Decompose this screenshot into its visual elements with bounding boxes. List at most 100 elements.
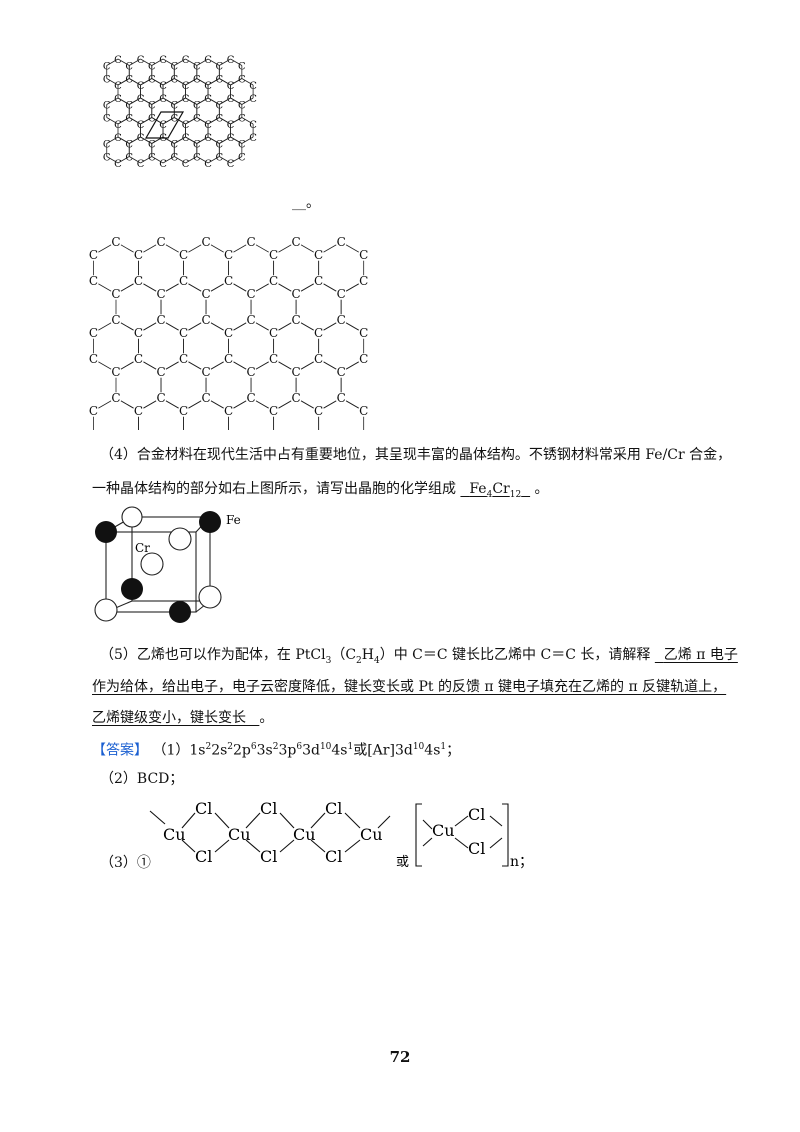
atom-background [110, 236, 122, 248]
carbon-atom: C [125, 153, 133, 164]
atom-background [110, 392, 122, 404]
carbon-atom: C [314, 274, 323, 288]
carbon-atom: C [204, 159, 212, 170]
atom-background [245, 314, 257, 326]
carbon-atom: C [179, 248, 188, 262]
bond-line [162, 78, 175, 86]
atom-background [335, 392, 347, 404]
atom-background [267, 249, 280, 261]
atom-background [335, 236, 347, 248]
bond-line [117, 156, 130, 164]
bond-line [174, 58, 186, 66]
q5-answer-part3: 乙烯键级变小，键长变长 [92, 710, 246, 726]
atom-background [222, 405, 235, 417]
cu-atom-3: Cu [293, 825, 316, 844]
carbon-atom: C [247, 365, 256, 379]
bond-line [241, 117, 254, 125]
q5-line2: 作为给体，给出电子，电子云密度降低，键长变长或 Pt 的反馈 π 键电子填充在乙… [92, 679, 727, 695]
carbon-atom: C [359, 326, 368, 340]
atom-background [177, 353, 190, 365]
carbon-atom: C [249, 133, 257, 144]
carbon-atom: C [179, 404, 188, 418]
carbon-atom: C [227, 133, 235, 144]
q5-line1: （5）乙烯也可以作为配体，在 PtCl3（C2H4）中 C＝C 键长比乙烯中 C… [100, 647, 738, 666]
bond-line [129, 136, 141, 144]
carbon-atom: C [125, 75, 133, 86]
bond-line [140, 156, 152, 164]
bond-line [207, 58, 220, 66]
carbon-atom: C [182, 133, 190, 144]
bond-line [106, 58, 119, 66]
bond-line [230, 78, 243, 86]
carbon-atom: C [204, 133, 212, 144]
atom-background [290, 392, 302, 404]
atom-background [335, 314, 347, 326]
bond-line [174, 136, 186, 144]
cucl-chain-structure: Cu Cl Cl Cu Cl Cl Cu Cl Cl Cu Cu Cl Cl 或… [149, 799, 533, 870]
bond-line [140, 58, 152, 66]
carbon-atom: C [269, 248, 278, 262]
bond-line [196, 58, 209, 66]
carbon-atom: C [269, 352, 278, 366]
atom-background [357, 327, 368, 339]
carbon-atom: C [170, 75, 178, 86]
carbon-atom: C [134, 326, 143, 340]
bond-line [185, 97, 198, 105]
carbon-atom: C [314, 352, 323, 366]
carbon-atom: C [170, 114, 178, 125]
atom-background [155, 236, 167, 248]
carbon-atom: C [111, 365, 120, 379]
bond-line [241, 97, 254, 105]
atom-background [200, 236, 212, 248]
carbon-atom: C [159, 55, 167, 66]
carbon-atom: C [269, 274, 278, 288]
carbon-atom: C [314, 326, 323, 340]
carbon-atom: C [137, 94, 145, 105]
atom-background [290, 366, 302, 378]
carbon-atom: C [227, 94, 235, 105]
bond-line [162, 58, 175, 66]
bond-line [230, 97, 243, 105]
bond-line [162, 97, 175, 105]
carbon-atom: C [111, 391, 120, 405]
atom-background [290, 288, 302, 300]
atom-background [177, 249, 190, 261]
carbon-atom: C [137, 159, 145, 170]
atom-background [177, 327, 190, 339]
carbon-atom: C [111, 287, 120, 301]
carbon-atom: C [337, 235, 346, 249]
carbon-atom: C [247, 313, 256, 327]
carbon-atom: C [292, 235, 301, 249]
carbon-atom: C [337, 365, 346, 379]
carbon-atom: C [156, 313, 165, 327]
bond-line [196, 97, 209, 105]
bond-line [241, 136, 254, 144]
bond-line [117, 117, 130, 125]
carbon-atom: C [89, 352, 98, 366]
bond-line [106, 156, 119, 164]
carbon-atom: C [114, 159, 122, 170]
answer-tag: 【答案】 [92, 742, 148, 759]
carbon-atom: C [292, 391, 301, 405]
carbon-atom: C [201, 365, 210, 379]
atom-background [88, 327, 100, 339]
carbon-atom: C [156, 391, 165, 405]
atom-background [200, 392, 212, 404]
carbon-atom: C [182, 94, 190, 105]
carbon-atom: C [314, 248, 323, 262]
bond-line [230, 117, 243, 125]
answer-line2: （2）BCD； [100, 771, 184, 787]
carbon-atom: C [148, 75, 156, 86]
carbon-atom: C [238, 153, 246, 164]
atom-background [245, 288, 257, 300]
bond-line [117, 97, 130, 105]
carbon-atom: C [247, 235, 256, 249]
carbon-atom: C [159, 94, 167, 105]
carbon-atom: C [179, 352, 188, 366]
cl-atom-bracket-bottom: Cl [468, 839, 485, 858]
bond-line [219, 136, 231, 144]
carbon-atom: C [156, 365, 165, 379]
carbon-atom: C [179, 326, 188, 340]
bond-line [185, 136, 198, 144]
carbon-atom: C [134, 274, 143, 288]
